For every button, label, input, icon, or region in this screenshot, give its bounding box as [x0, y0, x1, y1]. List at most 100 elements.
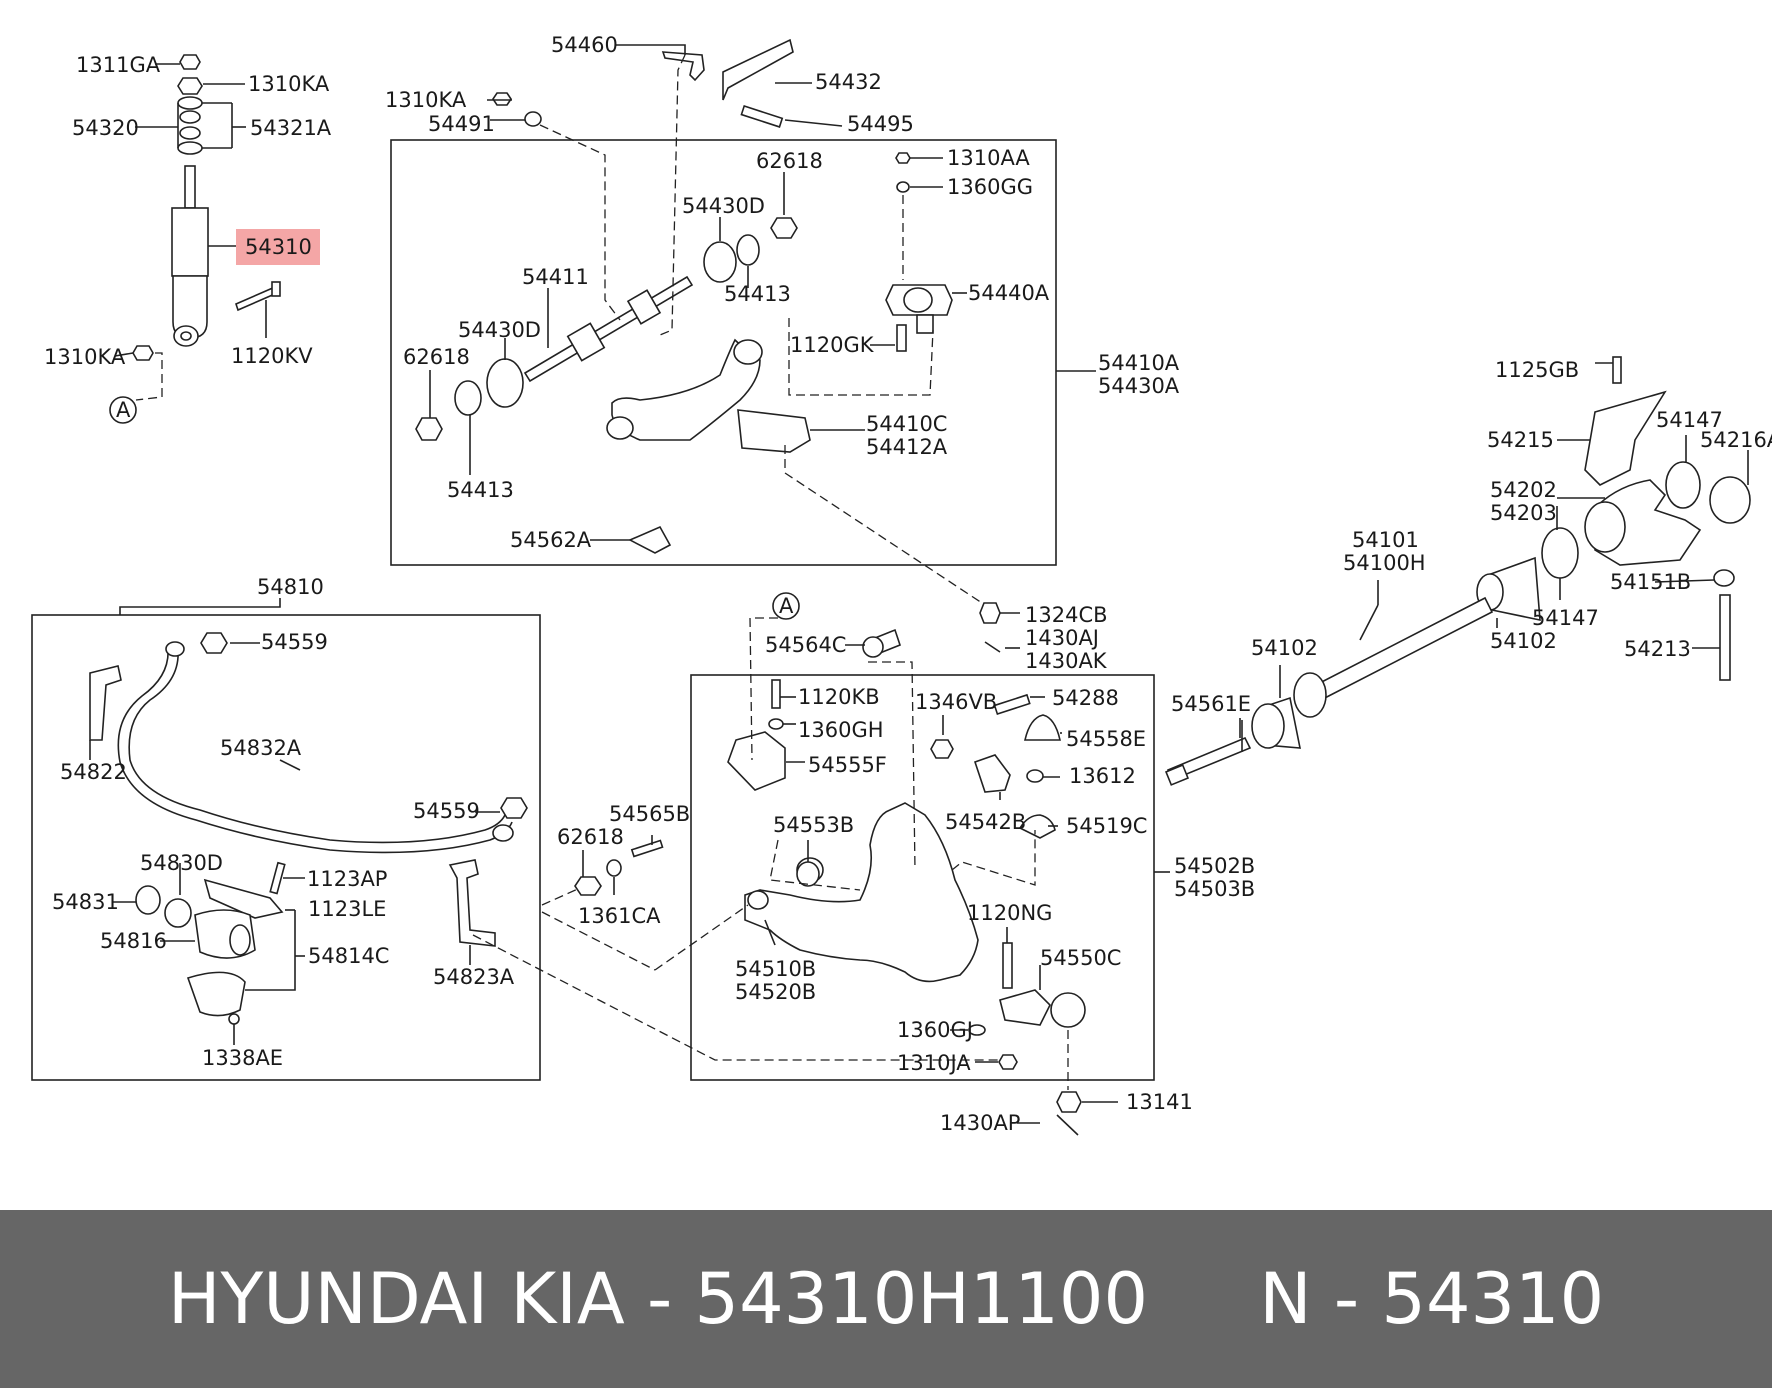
footer-ref-label: N — [1259, 1258, 1312, 1340]
bushing-54816-hole — [229, 924, 251, 956]
washer-1360gh — [768, 718, 784, 730]
driveshaft-54101 — [1308, 596, 1494, 704]
label-54831: 54831 — [52, 890, 119, 914]
label-54202: 54202 — [1490, 478, 1557, 502]
label-13612: 13612 — [1069, 764, 1136, 788]
label-62618-a: 62618 — [756, 149, 823, 173]
label-1360GJ: 1360GJ — [897, 1018, 973, 1042]
bracket-54555f — [727, 731, 786, 791]
nut-62618-top — [770, 217, 798, 239]
label-54100H: 54100H — [1343, 551, 1426, 575]
label-1360GH: 1360GH — [798, 718, 884, 742]
upper-arm-bushing-front — [606, 416, 634, 440]
bumper-54558e — [1023, 714, 1062, 741]
label-54413-b: 54413 — [447, 478, 514, 502]
footer-part-number: 54310H1100 — [694, 1258, 1149, 1340]
washer-54413-upper — [736, 234, 760, 266]
label-54215: 54215 — [1487, 428, 1554, 452]
footer-brand: HYUNDAI KIA — [167, 1258, 625, 1340]
lower-arm-mount-hole — [747, 890, 769, 910]
label-1310KA-a: 1310KA — [248, 72, 330, 96]
label-54430D-b: 54430D — [458, 318, 541, 342]
label-54101: 54101 — [1352, 528, 1419, 552]
label-54823A: 54823A — [433, 965, 515, 989]
bracket-1123le — [203, 878, 284, 919]
cap-54151b — [1713, 569, 1735, 587]
label-54147-a: 54147 — [1656, 408, 1723, 432]
label-54555F: 54555F — [808, 753, 887, 777]
callout-labels: A A 1311GA 1310KA 54320 54321A 54310 131… — [44, 33, 1772, 1135]
label-1310KA-b: 1310KA — [44, 345, 126, 369]
balljoint-stud — [916, 314, 934, 334]
axle-drivetrain-assembly — [1164, 356, 1751, 786]
label-54310: 54310 — [245, 235, 312, 259]
label-54410C: 54410C — [866, 412, 947, 436]
footer-separator: - — [624, 1258, 695, 1340]
nut-1311ga — [179, 54, 201, 70]
label-1310JA: 1310JA — [897, 1051, 971, 1075]
upper-arm-assembly — [415, 38, 953, 554]
bolt-1125gb — [1612, 356, 1622, 384]
stabilizer-group-box — [31, 614, 541, 1081]
shaft-54561e-thread — [1164, 764, 1190, 786]
label-13141: 13141 — [1126, 1090, 1193, 1114]
label-1310KA-c: 1310KA — [385, 88, 467, 112]
lower-control-arm — [744, 802, 979, 983]
nut-13141 — [1056, 1091, 1082, 1113]
label-54520B: 54520B — [735, 980, 816, 1004]
label-54460: 54460 — [551, 33, 618, 57]
label-62618-c: 62618 — [557, 825, 624, 849]
label-54432: 54432 — [815, 70, 882, 94]
plate-54432 — [722, 38, 794, 101]
seal-54147-b — [1541, 527, 1579, 579]
bar-eye-left — [165, 641, 185, 657]
footer-ref-number: 54310 — [1381, 1258, 1605, 1340]
label-1361CA: 1361CA — [578, 904, 661, 928]
nut-1346vb — [930, 739, 954, 759]
nut-54559-right — [500, 797, 528, 819]
label-1430AK: 1430AK — [1025, 649, 1108, 673]
label-54213: 54213 — [1624, 637, 1691, 661]
stopper-54542b — [973, 754, 1011, 793]
label-1120KB: 1120KB — [798, 685, 880, 709]
bracket-54814c — [186, 971, 246, 1017]
label-54203: 54203 — [1490, 501, 1557, 525]
washer-1361ca — [606, 859, 622, 877]
label-1360GG: 1360GG — [947, 175, 1033, 199]
label-1120KV: 1120KV — [231, 344, 313, 368]
link-54823a — [448, 859, 496, 947]
label-1311GA: 1311GA — [76, 53, 161, 77]
label-54565B: 54565B — [609, 802, 690, 826]
link-54822 — [89, 665, 122, 741]
bushing-54430d-lower — [486, 358, 524, 408]
shock-rod — [184, 165, 196, 209]
bushing-54830d — [164, 898, 192, 928]
label-54491: 54491 — [428, 112, 495, 136]
bushing-2 — [179, 126, 201, 140]
seal-54147-a — [1665, 461, 1701, 509]
shock-eye-hole — [180, 331, 192, 341]
label-1123LE: 1123LE — [308, 897, 386, 921]
nut-1310ka-upper — [492, 92, 512, 106]
pin-1430ap — [1056, 1114, 1079, 1136]
washer-13612 — [1026, 769, 1044, 783]
label-1123AP: 1123AP — [307, 867, 387, 891]
label-54564C: 54564C — [765, 633, 846, 657]
shock-absorber-assembly — [109, 54, 281, 424]
label-54562A: 54562A — [510, 528, 592, 552]
balljoint-54550c-ball — [1050, 992, 1086, 1028]
bushing-54430d-upper — [703, 241, 737, 283]
label-54216A: 54216A — [1700, 428, 1772, 452]
label-54151B: 54151B — [1610, 570, 1691, 594]
nut-1310aa — [895, 152, 911, 164]
label-1430AP: 1430AP — [940, 1111, 1020, 1135]
balljoint-54440a-ball — [903, 287, 933, 313]
label-1120NG: 1120NG — [967, 901, 1052, 925]
label-54542B: 54542B — [945, 810, 1026, 834]
label-54559-b: 54559 — [413, 799, 480, 823]
label-54411: 54411 — [522, 265, 589, 289]
label-54430D-a: 54430D — [682, 194, 765, 218]
bolt-54288 — [993, 693, 1031, 716]
ref-label-a-mid: A — [779, 594, 794, 618]
label-54410A: 54410A — [1098, 351, 1180, 375]
